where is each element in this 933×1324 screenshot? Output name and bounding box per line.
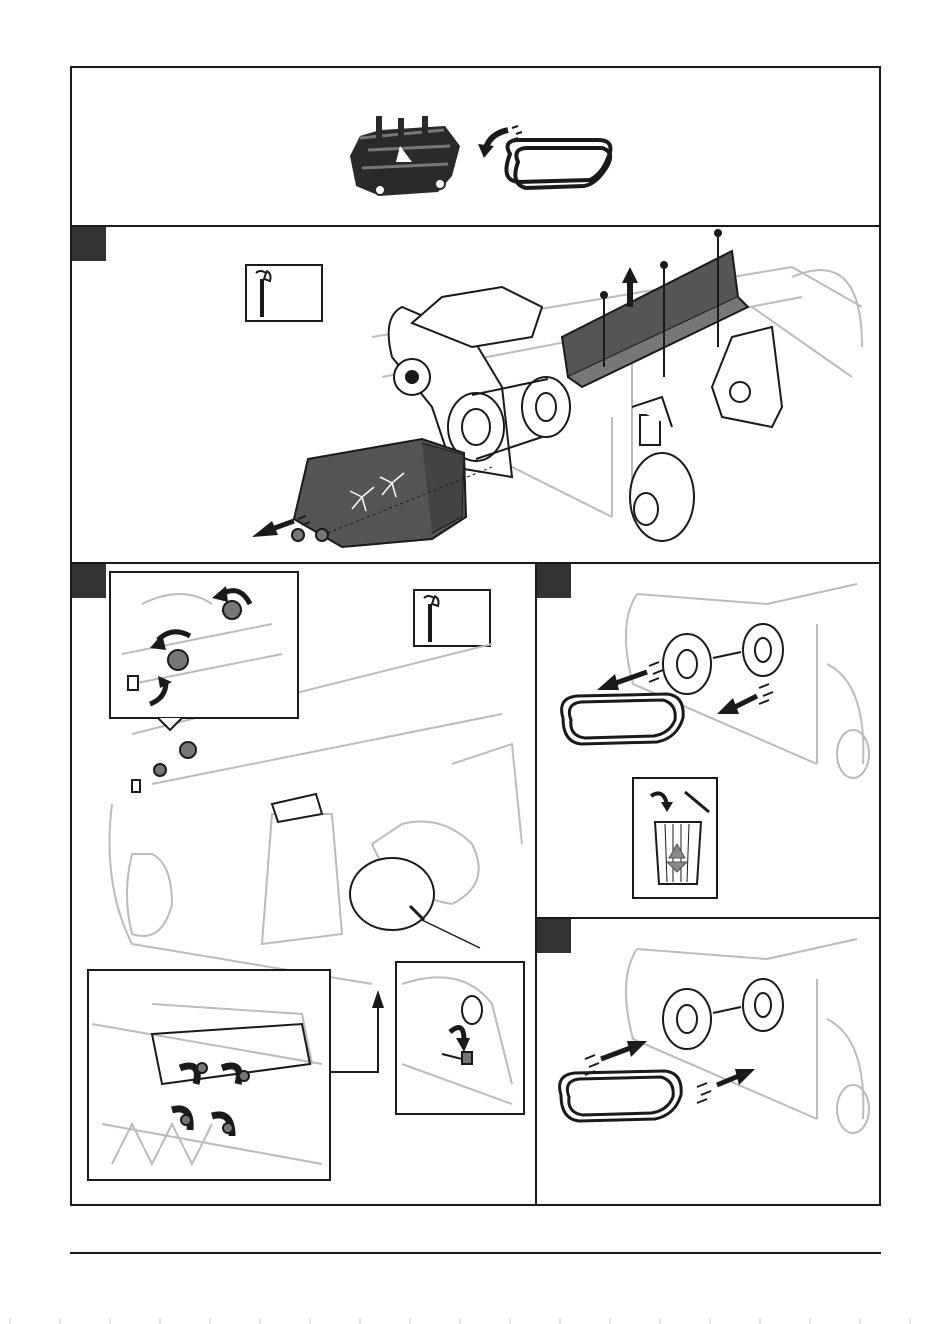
footer-rule: [70, 1252, 881, 1254]
step-3-panel: [537, 564, 879, 917]
step-1-panel: [72, 227, 879, 562]
pulley-assembly-step3: [663, 624, 783, 694]
drive-belt-icon: [560, 1071, 682, 1121]
header-panel: [72, 68, 879, 225]
pulley-assembly-step4: [663, 979, 783, 1049]
step-4-panel: [537, 919, 879, 1206]
step-2-panel: [72, 564, 535, 1206]
cutting-unit-icon: [350, 116, 460, 196]
bottom-crop-marks: [0, 1318, 933, 1324]
drive-belt-icon: [506, 140, 610, 188]
drive-belt-icon: [562, 694, 684, 744]
machine-frame-step3: [626, 584, 869, 778]
